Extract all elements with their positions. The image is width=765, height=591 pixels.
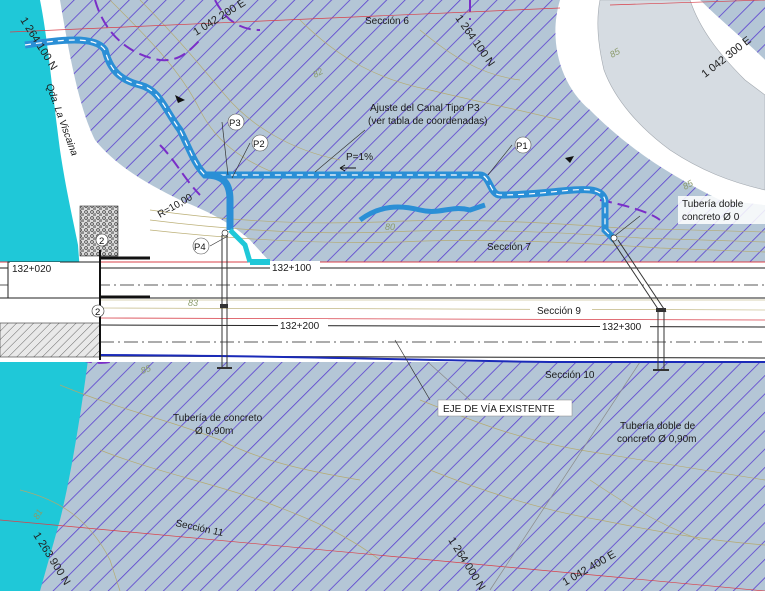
contour-label-83: 83 <box>188 298 198 308</box>
point-p4[interactable]: P4 <box>192 237 210 255</box>
pipe-left-inlet-marker <box>221 229 229 237</box>
note-pipe-right-line1: Tubería doble de <box>620 421 696 432</box>
bridge-abutment-stone <box>79 205 119 257</box>
station-100-box <box>270 261 320 274</box>
point-p3[interactable]: P3 <box>227 113 245 131</box>
node-2-top: 2 <box>95 233 109 247</box>
leader-lines <box>209 121 641 401</box>
contour-label-81: 81 <box>31 507 45 521</box>
contour-label-82: 82 <box>311 66 325 80</box>
label-section-7: Sección 7 <box>487 242 531 253</box>
slope-arrow-icon <box>339 164 356 172</box>
node-2-bottom: 2 <box>91 304 105 318</box>
gray-slope-area <box>597 0 765 191</box>
note-pipe-left-line2: Ø 0,90m <box>195 426 233 437</box>
label-section-9: Sección 9 <box>537 306 581 317</box>
note-pipe-edge-line2: concreto Ø 0 <box>682 212 740 223</box>
pipe-right-inlet-marker <box>610 234 618 242</box>
point-p1-label: P1 <box>516 141 528 152</box>
label-section-6: Sección 6 <box>365 16 409 27</box>
pipe-right-junction-marker <box>656 308 666 312</box>
note-canal-line2: (ver tabla de coordenadas) <box>368 116 488 127</box>
svg-text:2: 2 <box>99 236 104 247</box>
road-axis-label-box <box>437 399 573 417</box>
label-section-9-box <box>530 302 592 318</box>
hatched-area-south <box>0 362 765 591</box>
point-p1[interactable]: P1 <box>514 136 532 154</box>
station-132-200: 132+200 <box>280 321 320 332</box>
road-band <box>0 262 765 362</box>
station-020-box <box>10 262 60 275</box>
pipe-left <box>217 235 232 369</box>
note-slope: P=1% <box>346 152 373 163</box>
note-pipe-right-line2: concreto Ø 0,90m <box>617 434 696 445</box>
station-132-300: 132+300 <box>602 322 642 333</box>
pipe-left-junction-marker <box>220 304 228 308</box>
point-p2-label: P2 <box>253 139 265 150</box>
svg-text:2: 2 <box>95 307 100 318</box>
station-132-100: 132+100 <box>272 263 312 274</box>
point-p3-label: P3 <box>229 118 241 129</box>
flow-arrow-icon-2 <box>565 156 574 163</box>
station-300-box <box>600 320 650 333</box>
point-p4-label: P4 <box>194 242 206 253</box>
canal-p3 <box>24 36 618 265</box>
label-section-10: Sección 10 <box>545 370 595 381</box>
pipe-edge-label-box <box>678 196 765 224</box>
note-pipe-left-line1: Tubería de concreto <box>173 413 263 424</box>
station-132-020: 132+020 <box>12 264 52 275</box>
pipe-right <box>611 239 669 371</box>
note-pipe-edge-line1: Tubería doble <box>682 199 744 210</box>
road-lines <box>0 261 765 363</box>
note-road-axis: EJE DE VÍA EXISTENTE <box>443 402 555 415</box>
hatched-area-north <box>60 0 765 262</box>
contour-label-80: 80 <box>385 222 395 232</box>
point-p2[interactable]: P2 <box>251 134 269 152</box>
contour-lines <box>19 0 765 591</box>
note-canal-line1: Ajuste del Canal Tipo P3 <box>370 103 480 114</box>
contour-label-85-bottom: 85 <box>139 363 153 376</box>
flow-arrow-icon <box>175 95 185 103</box>
bridge-deck-hatch <box>0 322 101 358</box>
station-200-box <box>278 319 328 332</box>
